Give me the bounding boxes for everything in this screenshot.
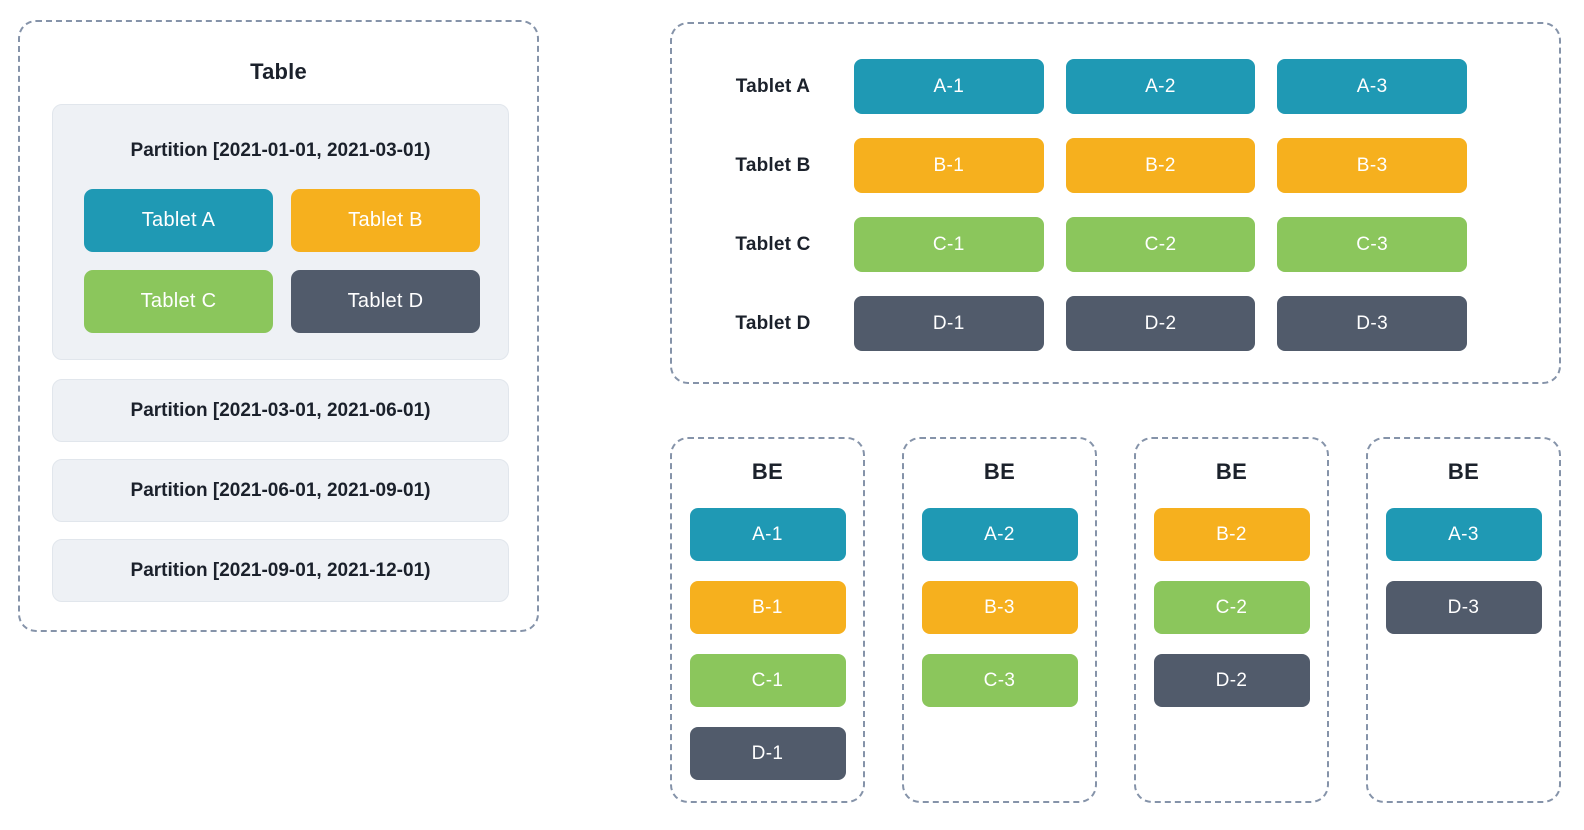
replica-chip: B-1 xyxy=(854,138,1044,193)
partition-panel-expanded: Partition [2021-01-01, 2021-03-01) Table… xyxy=(52,104,509,360)
partition-bar: Partition [2021-06-01, 2021-09-01) xyxy=(52,459,509,522)
tablet-row-label: Tablet B xyxy=(735,154,811,176)
be-replica-list: A-3 D-3 xyxy=(1368,508,1559,634)
tablet-chip: Tablet A xyxy=(84,189,273,252)
row-chips: D-1 D-2 D-3 xyxy=(854,296,1468,351)
tablet-grid: Tablet A Tablet B Tablet C Tablet D xyxy=(84,189,480,333)
row-chips: C-1 C-2 C-3 xyxy=(854,217,1468,272)
replica-chip: C-3 xyxy=(921,654,1078,707)
replica-chip: C-2 xyxy=(1153,581,1310,634)
replica-chip: A-2 xyxy=(1065,59,1256,114)
row-chips: A-1 A-2 A-3 xyxy=(854,59,1468,114)
replica-chip: D-2 xyxy=(1153,654,1310,707)
replica-chip: B-2 xyxy=(1065,138,1256,193)
tablet-chip: Tablet C xyxy=(84,270,273,333)
row-chips: B-1 B-2 B-3 xyxy=(854,138,1468,193)
replica-chip: A-3 xyxy=(1385,508,1542,561)
replica-chip: C-2 xyxy=(1065,217,1256,272)
replica-chip: B-1 xyxy=(689,581,846,634)
be-node: BE A-1 B-1 C-1 D-1 xyxy=(670,437,865,803)
table-box: Table Partition [2021-01-01, 2021-03-01)… xyxy=(18,20,539,632)
replica-chip: D-3 xyxy=(1385,581,1542,634)
tablet-row: Tablet A A-1 A-2 A-3 xyxy=(672,59,1559,114)
table-title: Table xyxy=(250,59,307,84)
partition-bar: Partition [2021-03-01, 2021-06-01) xyxy=(52,379,509,442)
be-replica-list: A-2 B-3 C-3 xyxy=(904,508,1095,707)
replica-matrix-box: Tablet A A-1 A-2 A-3 Tablet B B-1 B-2 B-… xyxy=(670,22,1561,384)
be-node: BE A-3 D-3 xyxy=(1366,437,1561,803)
replica-chip: D-2 xyxy=(1065,296,1256,351)
tablet-row: Tablet B B-1 B-2 B-3 xyxy=(672,138,1559,193)
replica-chip: A-1 xyxy=(689,508,846,561)
be-node: BE B-2 C-2 D-2 xyxy=(1134,437,1329,803)
partition-bar: Partition [2021-09-01, 2021-12-01) xyxy=(52,539,509,602)
tablet-row: Tablet D D-1 D-2 D-3 xyxy=(672,296,1559,351)
be-node: BE A-2 B-3 C-3 xyxy=(902,437,1097,803)
replica-chip: D-1 xyxy=(689,727,846,780)
tablet-row-label: Tablet A xyxy=(735,75,811,97)
replica-matrix-rows: Tablet A A-1 A-2 A-3 Tablet B B-1 B-2 B-… xyxy=(672,59,1559,351)
replica-chip: C-3 xyxy=(1277,217,1468,272)
tablet-chip: Tablet D xyxy=(291,270,480,333)
replica-chip: C-1 xyxy=(689,654,846,707)
be-node-title: BE xyxy=(1447,459,1480,484)
be-replica-list: A-1 B-1 C-1 D-1 xyxy=(672,508,863,780)
replica-chip: A-3 xyxy=(1277,59,1468,114)
tablet-row-label: Tablet C xyxy=(735,233,811,255)
replica-chip: D-1 xyxy=(854,296,1044,351)
be-node-title: BE xyxy=(1215,459,1248,484)
replica-chip: A-2 xyxy=(921,508,1078,561)
tablet-row: Tablet C C-1 C-2 C-3 xyxy=(672,217,1559,272)
replica-chip: B-2 xyxy=(1153,508,1310,561)
replica-chip: C-1 xyxy=(854,217,1044,272)
replica-chip: B-3 xyxy=(1277,138,1468,193)
tablet-row-label: Tablet D xyxy=(735,312,811,334)
replica-chip: D-3 xyxy=(1277,296,1468,351)
be-node-title: BE xyxy=(751,459,784,484)
be-node-title: BE xyxy=(983,459,1016,484)
tablet-chip: Tablet B xyxy=(291,189,480,252)
be-replica-list: B-2 C-2 D-2 xyxy=(1136,508,1327,707)
partition-label: Partition [2021-01-01, 2021-03-01) xyxy=(130,140,431,161)
replica-chip: B-3 xyxy=(921,581,1078,634)
replica-chip: A-1 xyxy=(854,59,1044,114)
